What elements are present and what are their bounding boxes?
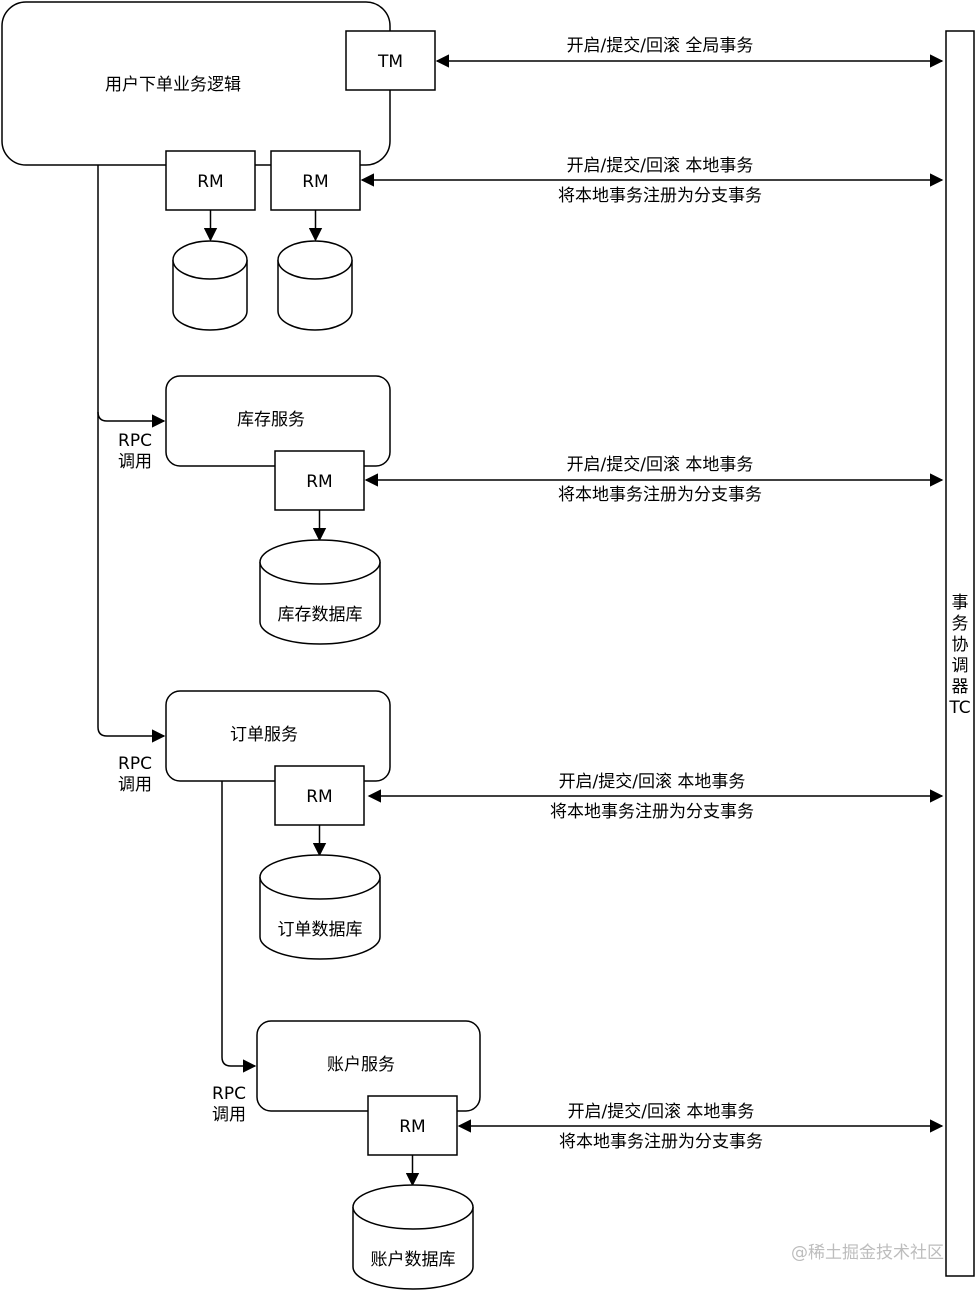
rm-label: RM [306, 472, 332, 492]
label-local-transaction: 开启/提交/回滚 本地事务 [567, 156, 754, 176]
rpc-line-to-account [221, 781, 257, 1073]
tc-bar: 事 务 协 调 器 TC [945, 30, 975, 1277]
rpc-label-3: RPC [212, 1084, 246, 1104]
label-register-branch: 将本地事务注册为分支事务 [559, 1132, 763, 1152]
rm-box-main-2: RM [270, 150, 361, 211]
rm-label: RM [302, 172, 328, 192]
account-service-label: 账户服务 [327, 1055, 395, 1075]
rpc-line-to-inventory [97, 165, 166, 428]
rm-box-main-1: RM [165, 150, 256, 211]
tm-label: TM [377, 52, 403, 72]
rpc-label-3-sub: 调用 [212, 1105, 246, 1125]
rm-label: RM [399, 1117, 425, 1137]
inventory-db-label: 库存数据库 [278, 605, 363, 625]
rm-box-inventory: RM [274, 450, 365, 511]
label-local-transaction: 开启/提交/回滚 本地事务 [559, 772, 746, 792]
rpc-label-2: RPC [118, 754, 152, 774]
order-database: 订单数据库 [259, 854, 381, 960]
order-db-label: 订单数据库 [278, 920, 363, 940]
database-cylinder-1 [172, 240, 248, 331]
account-db-label: 账户数据库 [371, 1250, 456, 1270]
tc-label-char-3: 协 [952, 635, 969, 655]
label-register-branch: 将本地事务注册为分支事务 [558, 186, 762, 206]
watermark: @稀土掘金技术社区 [791, 1243, 944, 1263]
inventory-service-label: 库存服务 [237, 410, 305, 430]
tc-label-char-5: 器 [952, 677, 969, 697]
rm-label: RM [306, 787, 332, 807]
tc-label-char-4: 调 [952, 656, 969, 676]
rpc-line-to-order [97, 412, 166, 743]
database-cylinder-2 [277, 240, 353, 331]
order-service-label: 订单服务 [230, 725, 298, 745]
rm-label: RM [197, 172, 223, 192]
label-local-transaction: 开启/提交/回滚 本地事务 [567, 455, 754, 475]
tc-label-char-1: 事 [952, 593, 969, 613]
order-service-box: 订单服务 [165, 690, 391, 782]
tc-label-char-6: TC [948, 698, 970, 718]
account-service-box: 账户服务 [256, 1020, 481, 1112]
inventory-service-box: 库存服务 [165, 375, 391, 467]
label-global-transaction: 开启/提交/回滚 全局事务 [567, 36, 754, 56]
rpc-label-1: RPC [118, 431, 152, 451]
rpc-label-2-sub: 调用 [118, 775, 152, 795]
label-register-branch: 将本地事务注册为分支事务 [558, 485, 762, 505]
rpc-label-1-sub: 调用 [118, 452, 152, 472]
main-service-box: 用户下单业务逻辑 [1, 1, 391, 166]
inventory-database: 库存数据库 [259, 539, 381, 645]
main-service-label: 用户下单业务逻辑 [105, 75, 241, 95]
tc-label-char-2: 务 [952, 614, 969, 634]
rm-box-order: RM [274, 765, 365, 826]
account-database: 账户数据库 [352, 1184, 474, 1290]
label-register-branch: 将本地事务注册为分支事务 [550, 802, 754, 822]
label-local-transaction: 开启/提交/回滚 本地事务 [568, 1102, 755, 1122]
tm-box: TM [345, 30, 436, 91]
rm-box-account: RM [367, 1095, 458, 1156]
